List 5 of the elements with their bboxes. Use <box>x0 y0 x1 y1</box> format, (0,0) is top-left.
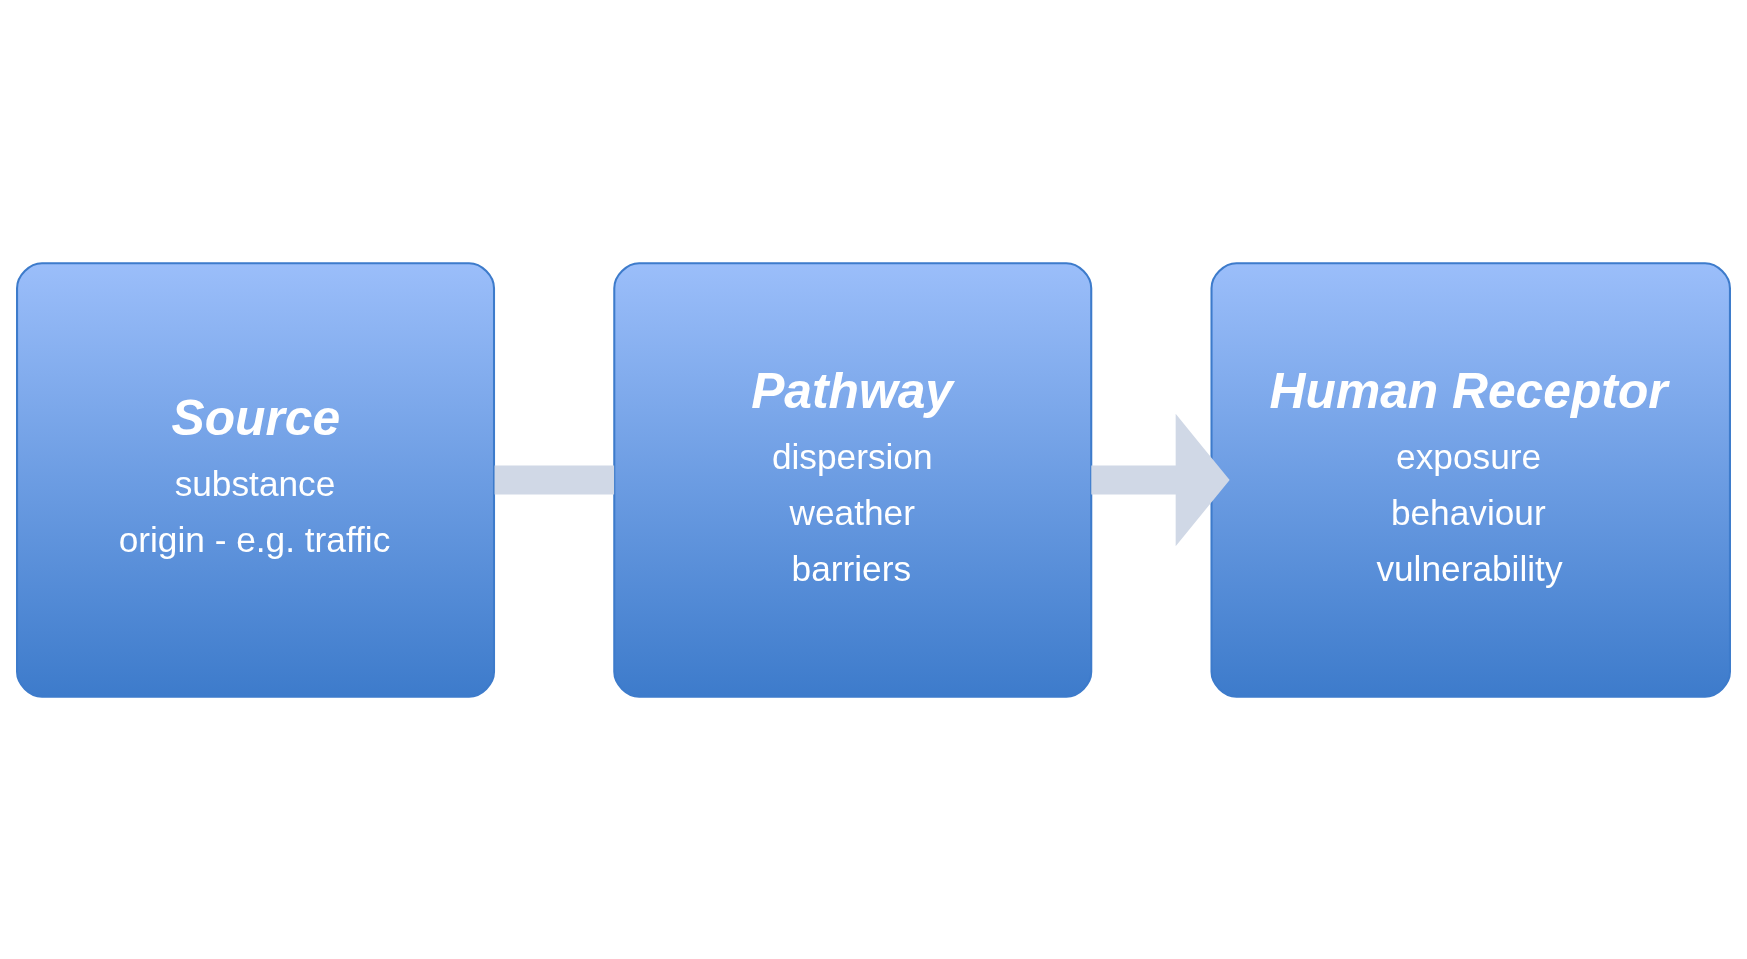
arrow <box>1091 413 1230 546</box>
node-box: Pathway dispersion weather barriers <box>613 261 1093 698</box>
node-box: Human Receptor exposure behaviour vulnerability <box>1210 261 1731 698</box>
connector <box>494 465 615 494</box>
node-box: Source substance origin - e.g. traffic <box>16 261 496 698</box>
